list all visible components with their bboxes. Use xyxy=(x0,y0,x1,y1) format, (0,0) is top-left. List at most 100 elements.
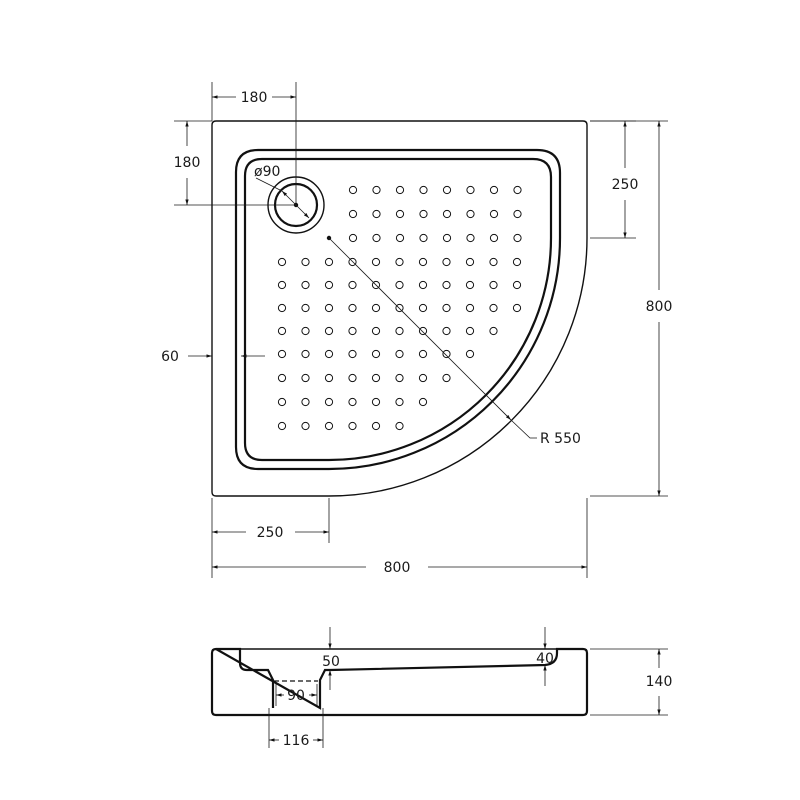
anti-slip-dot xyxy=(418,349,428,359)
drain-inner-width-label: 90 xyxy=(287,688,305,704)
anti-slip-dot xyxy=(395,397,404,407)
anti-slip-dot xyxy=(301,303,310,313)
anti-slip-dot xyxy=(371,257,381,267)
anti-slip-dot xyxy=(512,257,522,267)
anti-slip-dot xyxy=(489,233,499,243)
anti-slip-dot xyxy=(419,185,428,195)
anti-slip-dot xyxy=(348,280,357,290)
anti-slip-dot xyxy=(442,257,451,267)
anti-slip-dot xyxy=(489,257,498,267)
anti-slip-dot xyxy=(395,209,405,219)
anti-slip-dot xyxy=(419,233,428,243)
anti-slip-dot xyxy=(371,373,381,383)
basin-rim-outer xyxy=(234,148,562,471)
anti-slip-dot xyxy=(442,349,451,359)
tray-outer-outline xyxy=(211,120,588,497)
anti-slip-dot xyxy=(348,303,357,313)
anti-slip-dot xyxy=(442,209,452,219)
anti-slip-dot xyxy=(277,349,287,359)
anti-slip-dot xyxy=(371,397,381,407)
anti-slip-dot xyxy=(301,280,310,290)
drain-diameter-label: ø90 xyxy=(254,164,280,180)
anti-slip-dot xyxy=(277,421,287,431)
anti-slip-dot xyxy=(418,303,428,313)
anti-slip-dot xyxy=(489,280,498,290)
anti-slip-dot xyxy=(277,280,287,290)
anti-slip-dot xyxy=(419,209,428,219)
anti-slip-dot xyxy=(372,209,381,219)
anti-slip-dot xyxy=(371,303,381,313)
anti-slip-dot xyxy=(371,349,381,359)
depth-at-drain-label: 50 xyxy=(322,654,340,670)
right-straight-edge-label: 250 xyxy=(612,177,639,193)
anti-slip-dot xyxy=(465,349,475,359)
anti-slip-dot xyxy=(277,373,287,383)
anti-slip-dot xyxy=(395,421,404,431)
anti-slip-dot xyxy=(395,373,404,383)
anti-slip-dot xyxy=(465,326,475,336)
anti-slip-dot xyxy=(418,326,428,336)
anti-slip-dot xyxy=(324,257,334,267)
anti-slip-dot xyxy=(442,233,452,243)
anti-slip-dot xyxy=(348,233,358,243)
anti-slip-dot xyxy=(372,233,381,243)
anti-slip-dot xyxy=(301,373,310,383)
basin-rim-inner xyxy=(243,157,553,462)
anti-slip-dot xyxy=(371,280,381,290)
anti-slip-dot xyxy=(277,397,287,407)
side-body-outline xyxy=(210,647,589,717)
anti-slip-dot xyxy=(418,373,428,383)
anti-slip-dot xyxy=(512,303,522,313)
anti-slip-dot xyxy=(348,397,357,407)
side-view: 50 40 90 116 140 xyxy=(210,627,672,749)
anti-slip-dot xyxy=(324,303,334,313)
anti-slip-dot xyxy=(418,397,428,407)
anti-slip-dot xyxy=(466,233,475,243)
anti-slip-dot xyxy=(465,280,475,290)
anti-slip-dot xyxy=(301,257,310,267)
top-view: ø90 R 550 180 180 250 800 xyxy=(161,82,672,578)
bottom-straight-edge-label: 250 xyxy=(257,525,284,541)
anti-slip-dot xyxy=(348,257,357,267)
anti-slip-dot xyxy=(324,326,334,336)
anti-slip-dot xyxy=(442,326,451,336)
anti-slip-dot xyxy=(395,326,404,336)
anti-slip-dot xyxy=(348,326,357,336)
rim-width-label: 60 xyxy=(161,349,179,365)
anti-slip-dot xyxy=(395,280,404,290)
anti-slip-dot xyxy=(489,209,499,219)
anti-slip-dot xyxy=(489,185,499,195)
overall-height-label: 800 xyxy=(646,299,673,315)
anti-slip-dot xyxy=(465,257,475,267)
anti-slip-dot xyxy=(348,209,358,219)
drain-offset-y-label: 180 xyxy=(174,155,201,171)
anti-slip-dot xyxy=(466,209,475,219)
anti-slip-dot xyxy=(442,280,451,290)
anti-slip-dot xyxy=(277,257,287,267)
anti-slip-dot-grid xyxy=(277,185,522,431)
anti-slip-dot xyxy=(324,280,334,290)
depth-at-far-end-label: 40 xyxy=(536,651,554,667)
anti-slip-dot xyxy=(489,303,498,313)
anti-slip-dot xyxy=(513,185,522,195)
anti-slip-dot xyxy=(324,373,334,383)
anti-slip-dot xyxy=(324,349,334,359)
anti-slip-dot xyxy=(371,421,381,431)
anti-slip-dot xyxy=(395,303,404,313)
anti-slip-dot xyxy=(442,185,452,195)
anti-slip-dot xyxy=(277,303,287,313)
drain-offset-x-label: 180 xyxy=(241,90,268,106)
anti-slip-dot xyxy=(301,421,310,431)
drain-outer-width-label: 116 xyxy=(283,733,310,749)
anti-slip-dot xyxy=(277,326,287,336)
anti-slip-dot xyxy=(301,397,310,407)
anti-slip-dot xyxy=(348,349,357,359)
anti-slip-dot xyxy=(348,421,357,431)
anti-slip-dot xyxy=(442,303,451,313)
anti-slip-dot xyxy=(301,349,310,359)
anti-slip-dot xyxy=(301,326,310,336)
anti-slip-dot xyxy=(395,185,405,195)
anti-slip-dot xyxy=(418,257,428,267)
anti-slip-dot xyxy=(348,185,358,195)
